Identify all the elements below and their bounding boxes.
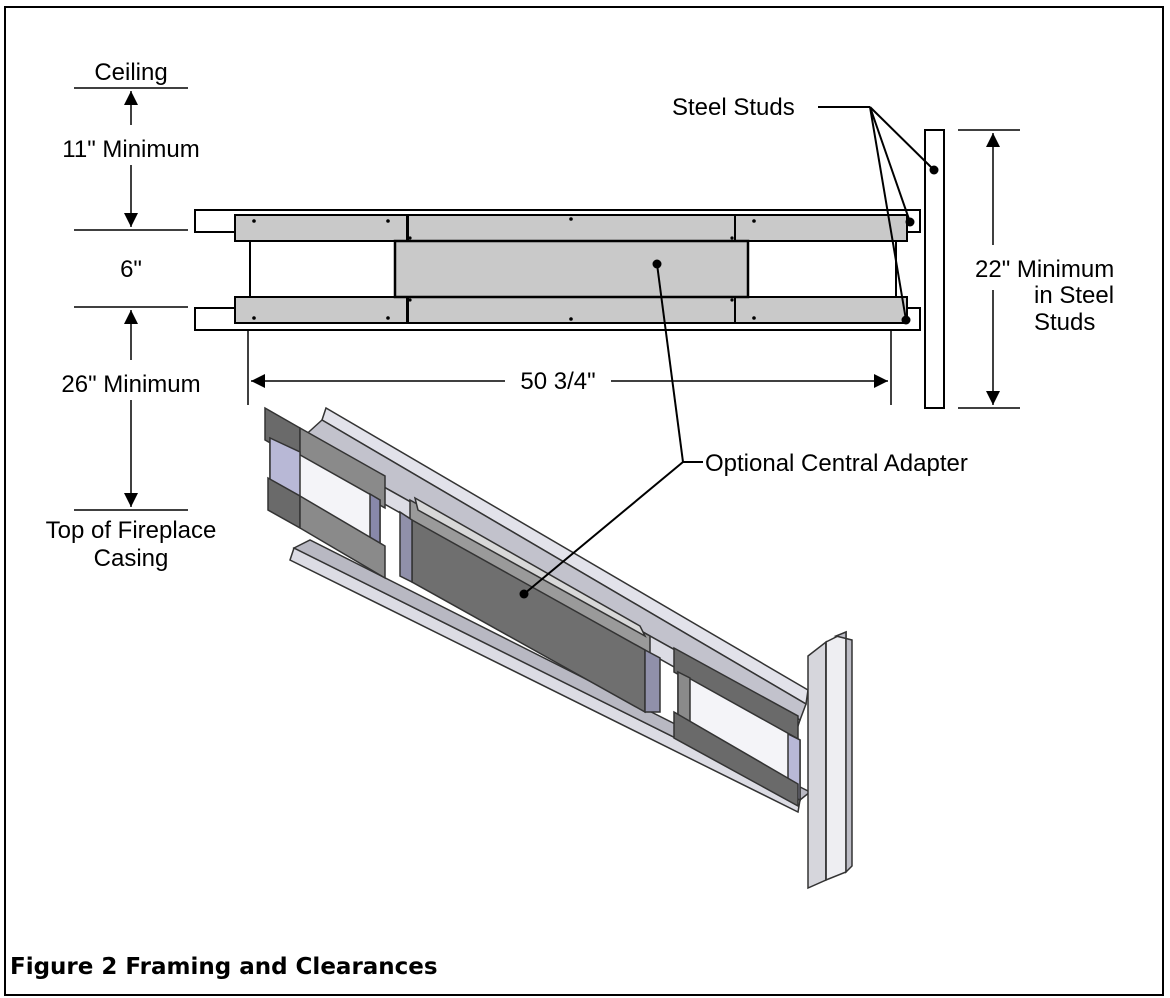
- top-fireplace-label-2: Casing: [94, 545, 169, 572]
- twentytwo-label-1: 22" Minimum: [975, 256, 1114, 283]
- dim-22: [958, 129, 1020, 409]
- fifty-label: 50 3/4": [520, 368, 595, 395]
- twentytwo-label-3: Studs: [1034, 309, 1095, 336]
- central-adapter: [393, 239, 750, 299]
- six-inch-label: 6": [120, 256, 142, 283]
- left-dimensions: [74, 87, 188, 511]
- right-duct: [747, 240, 897, 298]
- upper-left-plate: [234, 214, 408, 242]
- dim-50: [247, 330, 892, 405]
- twentysix-min-label: 26" Minimum: [61, 371, 200, 398]
- optional-adapter-label: Optional Central Adapter: [705, 450, 968, 477]
- lower-right-plate: [734, 296, 908, 324]
- elevation-view: [194, 106, 1020, 409]
- screw-dots: [252, 217, 756, 321]
- figure-frame: [4, 6, 1164, 996]
- figure-caption: Figure 2 Framing and Clearances: [10, 954, 438, 980]
- upper-right-plate: [734, 214, 908, 242]
- steel-studs-leaders: [818, 106, 935, 321]
- left-duct: [249, 240, 396, 298]
- eleven-min-label: 11" Minimum: [62, 136, 199, 163]
- lower-left-plate: [234, 296, 408, 324]
- steel-studs-label: Steel Studs: [672, 94, 795, 121]
- steel-stud: [924, 129, 945, 409]
- twentytwo-label-2: in Steel: [1034, 282, 1114, 309]
- adapter-leader: [523, 263, 703, 595]
- ceiling-label: Ceiling: [94, 59, 167, 86]
- top-fireplace-label-1: Top of Fireplace: [46, 517, 217, 544]
- isometric-view: [264, 406, 853, 890]
